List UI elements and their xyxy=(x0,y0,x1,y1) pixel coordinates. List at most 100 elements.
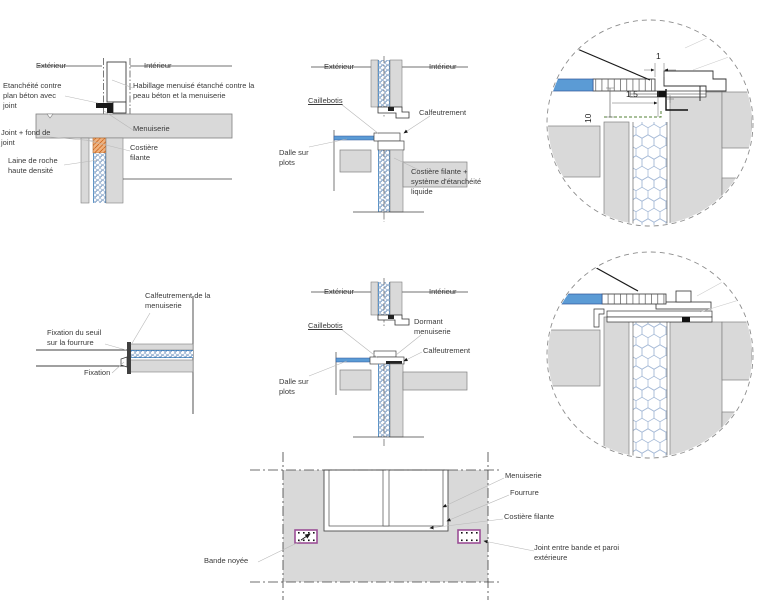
label-joint-fond: Joint + fond de joint xyxy=(1,128,51,147)
rock-wool-insulation xyxy=(93,153,106,203)
grating-hatch xyxy=(602,294,666,304)
detail-threshold-dormant xyxy=(308,278,468,447)
label-etancheite: Etanchéité contre plan béton avec joint xyxy=(3,81,62,110)
seal-profile xyxy=(96,103,113,113)
edge-hook-profile xyxy=(593,308,605,328)
sill-seal xyxy=(388,107,394,111)
label-costiere-d1: Costière filante xyxy=(130,143,158,162)
interior-floor-slab xyxy=(402,371,468,391)
sill-insulation xyxy=(130,350,193,358)
detail-zoom-circle-bottom xyxy=(548,259,752,457)
sill-profile xyxy=(377,314,410,326)
wall-leaf xyxy=(370,281,379,316)
joint-rock-wool-plug xyxy=(92,137,107,154)
joint-seal xyxy=(657,91,666,97)
concrete-wall xyxy=(669,91,723,225)
label-fourrure: Fourrure xyxy=(510,488,539,497)
concrete-slab xyxy=(35,113,233,139)
window-frame-step xyxy=(112,101,127,114)
callout-line xyxy=(692,49,749,71)
pointer-line xyxy=(581,259,639,292)
label-exterieur-d1: Extérieur xyxy=(36,61,67,70)
grating-hatch xyxy=(593,79,655,91)
concrete-wall xyxy=(669,321,723,457)
label-dormant: Dormant menuiserie xyxy=(414,317,451,336)
zoom-circle-border xyxy=(546,19,754,227)
label-menuiserie-d1: Menuiserie xyxy=(133,124,170,133)
label-dalle-d2: Dalle sur plots xyxy=(279,148,309,167)
interior-floor-slab xyxy=(402,161,468,188)
honeycomb-insulation xyxy=(633,122,667,225)
pointer-line xyxy=(574,47,651,81)
concrete-wall-wing xyxy=(721,91,752,149)
dim-offset-1-5: 1.5 xyxy=(626,89,638,99)
label-fixation-seuil: Fixation du seuil sur la fourrure xyxy=(47,328,102,347)
leader-lines xyxy=(104,312,151,374)
dormant-profile xyxy=(663,70,727,92)
label-interieur-d2: Intérieur xyxy=(429,62,457,71)
bande-noyee-right xyxy=(457,529,481,544)
concrete-wall-wing xyxy=(721,411,752,457)
window-mullion xyxy=(382,469,390,527)
leader-lines xyxy=(257,477,535,563)
leader-lines xyxy=(308,328,423,377)
label-calfeutrement-d5: Calfeutrement xyxy=(423,346,471,355)
junction-profile-upper xyxy=(373,132,401,142)
dormant-profile xyxy=(675,290,692,303)
wall-leaf xyxy=(389,281,403,316)
sill-profile xyxy=(377,106,410,119)
label-interieur-d5: Intérieur xyxy=(429,287,457,296)
detail-slab-window-section xyxy=(35,58,233,204)
label-laine: Laine de roche haute densité xyxy=(8,156,58,175)
junction-profile-lower xyxy=(377,140,405,151)
wall-leaf xyxy=(389,59,403,108)
callout-line xyxy=(696,267,749,297)
closure-strip xyxy=(606,316,713,323)
detail-zoom-circle-top xyxy=(548,21,752,225)
label-menuiserie-d7: Menuiserie xyxy=(505,471,542,480)
label-dalle-d5: Dalle sur plots xyxy=(279,377,309,396)
leader-lines xyxy=(38,79,134,166)
dimension-lines xyxy=(606,63,676,118)
label-exterieur-d5: Extérieur xyxy=(324,287,355,296)
detail-sill-fixing xyxy=(36,296,194,414)
label-caillebotis-d5: Caillebotis xyxy=(308,321,343,330)
label-joint-bande: Joint entre bande et paroi extérieure xyxy=(534,543,620,562)
label-costiere-d7: Costière filante xyxy=(504,512,555,521)
concrete-wall-wing xyxy=(721,321,752,381)
label-costiere-systeme: Costière filante + système d'étanchéité … xyxy=(411,167,482,196)
joint-seal xyxy=(682,317,690,322)
dalle-sur-plots-blue xyxy=(333,135,381,141)
concrete-wall xyxy=(105,137,124,204)
label-interieur-d1: Intérieur xyxy=(144,61,172,70)
dim-height-10: 10 xyxy=(582,113,593,124)
leader-lines xyxy=(308,103,431,171)
honeycomb-insulation xyxy=(633,317,667,457)
wall-leaf xyxy=(603,121,630,225)
dim-gap-1: 1 xyxy=(656,51,661,61)
sill-band xyxy=(129,343,194,351)
slab-notch xyxy=(46,113,54,119)
wall-insulation xyxy=(378,364,390,437)
label-caillebotis-d2: Caillebotis xyxy=(308,96,343,105)
label-calfeutrement-d2: Calfeutrement xyxy=(419,108,467,117)
costiere-strip xyxy=(80,137,90,204)
membrane-line xyxy=(665,89,688,111)
exterior-slab xyxy=(339,369,372,391)
calfeutrement-seal xyxy=(386,361,402,364)
dormant-profile xyxy=(373,350,397,358)
wall-leaf xyxy=(370,59,379,108)
green-dashed-reservation xyxy=(604,110,662,118)
label-calfeutrement-menuiserie: Calfeutrement de la menuiserie xyxy=(145,291,211,310)
detail-threshold-liquid-sealing xyxy=(308,56,468,222)
dalle-sur-plots-blue xyxy=(548,78,594,92)
concrete-wall-wing xyxy=(721,177,752,225)
end-bracket xyxy=(127,342,131,374)
sill-seal xyxy=(388,315,394,319)
costiere-flange xyxy=(606,310,713,318)
exterior-slab xyxy=(548,329,601,387)
exterior-slab xyxy=(339,149,372,173)
label-fixation: Fixation xyxy=(84,368,111,377)
